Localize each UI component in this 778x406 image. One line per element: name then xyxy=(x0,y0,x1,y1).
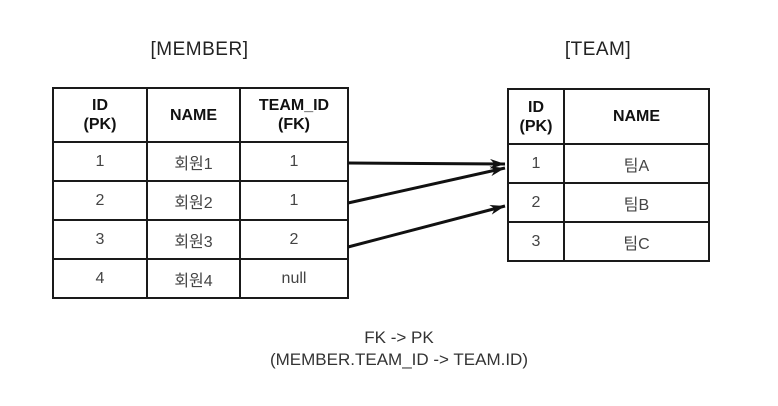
table-row: 2 회원2 1 xyxy=(52,180,349,221)
table-cell: 1 xyxy=(239,141,349,182)
member-header-id: ID (PK) xyxy=(52,87,148,143)
table-cell: 회원4 xyxy=(146,258,241,299)
member-header-row: ID (PK) NAME TEAM_ID (FK) xyxy=(52,87,349,143)
table-row: 1 팀A xyxy=(507,143,710,184)
table-cell: 회원3 xyxy=(146,219,241,260)
table-cell: 회원1 xyxy=(146,141,241,182)
table-cell: 1 xyxy=(52,141,148,182)
table-cell: 3 xyxy=(507,221,565,262)
fk-arrow-member1-team1 xyxy=(347,158,506,169)
table-row: 3 회원3 2 xyxy=(52,219,349,260)
member-table: ID (PK) NAME TEAM_ID (FK) 1 회원1 1 2 회원2 … xyxy=(52,87,349,299)
member-header-team-id: TEAM_ID (FK) xyxy=(239,87,349,143)
fk-arrow-member3-team2 xyxy=(347,204,506,249)
caption-line-2: (MEMBER.TEAM_ID -> TEAM.ID) xyxy=(269,350,528,369)
team-table: ID (PK) NAME 1 팀A 2 팀B 3 팀C xyxy=(507,88,710,262)
caption: FK -> PK (MEMBER.TEAM_ID -> TEAM.ID) xyxy=(10,327,778,371)
fk-arrow-member2-team1 xyxy=(347,166,506,205)
table-cell: 3 xyxy=(52,219,148,260)
table-cell: 팀C xyxy=(563,221,710,262)
table-cell: null xyxy=(239,258,349,299)
team-header-id: ID (PK) xyxy=(507,88,565,145)
table-cell: 팀B xyxy=(563,182,710,223)
team-header-row: ID (PK) NAME xyxy=(507,88,710,145)
table-row: 4 회원4 null xyxy=(52,258,349,299)
caption-line-1: FK -> PK xyxy=(364,328,434,347)
table-cell: 팀A xyxy=(563,143,710,184)
table-cell: 회원2 xyxy=(146,180,241,221)
table-row: 1 회원1 1 xyxy=(52,141,349,182)
table-cell: 2 xyxy=(239,219,349,260)
table-row: 3 팀C xyxy=(507,221,710,262)
table-row: 2 팀B xyxy=(507,182,710,223)
team-header-name: NAME xyxy=(563,88,710,145)
member-table-title: [MEMBER] xyxy=(150,39,249,60)
team-table-title: [TEAM] xyxy=(564,39,632,60)
table-cell: 2 xyxy=(507,182,565,223)
table-cell: 1 xyxy=(239,180,349,221)
table-cell: 2 xyxy=(52,180,148,221)
table-cell: 1 xyxy=(507,143,565,184)
member-header-name: NAME xyxy=(146,87,241,143)
table-cell: 4 xyxy=(52,258,148,299)
